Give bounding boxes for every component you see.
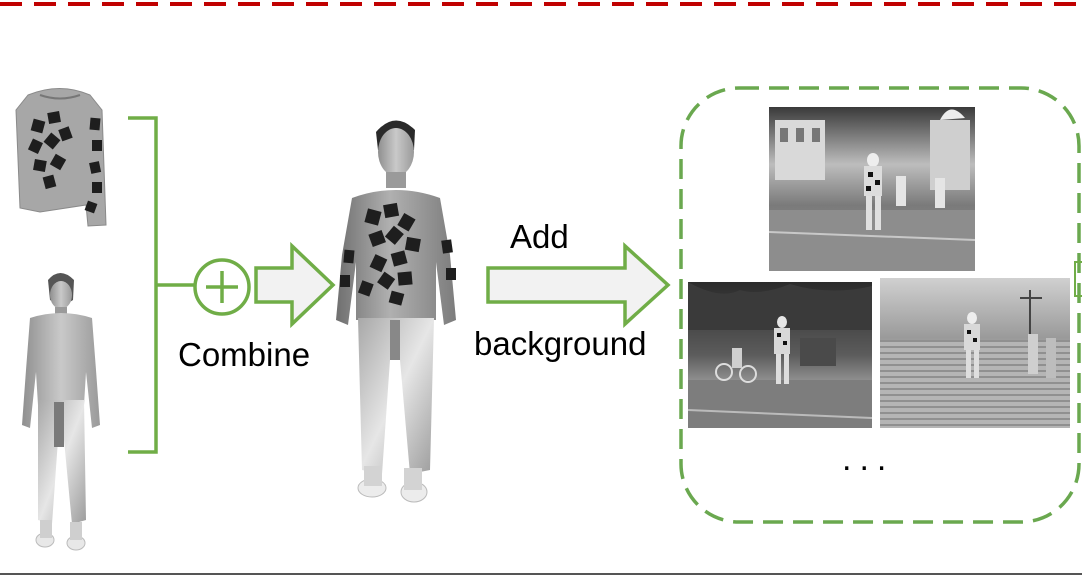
scene-image-boardwalk (880, 278, 1070, 428)
background-label: background (474, 325, 647, 362)
patched-jacket-image (15, 88, 107, 227)
combined-person-image (336, 120, 456, 503)
scene-image-road (687, 282, 873, 428)
base-person-image (22, 273, 100, 551)
add-background-arrow (486, 242, 671, 328)
add-label: Add (510, 218, 569, 255)
combine-bracket (128, 116, 195, 454)
combine-label: Combine (178, 336, 311, 373)
combine-arrow (254, 241, 336, 329)
edge-bracket-fragment (1074, 261, 1082, 297)
more-scenes-ellipsis: ... (842, 440, 895, 478)
plus-circle-icon (193, 258, 251, 316)
scene-image-street (768, 107, 976, 271)
